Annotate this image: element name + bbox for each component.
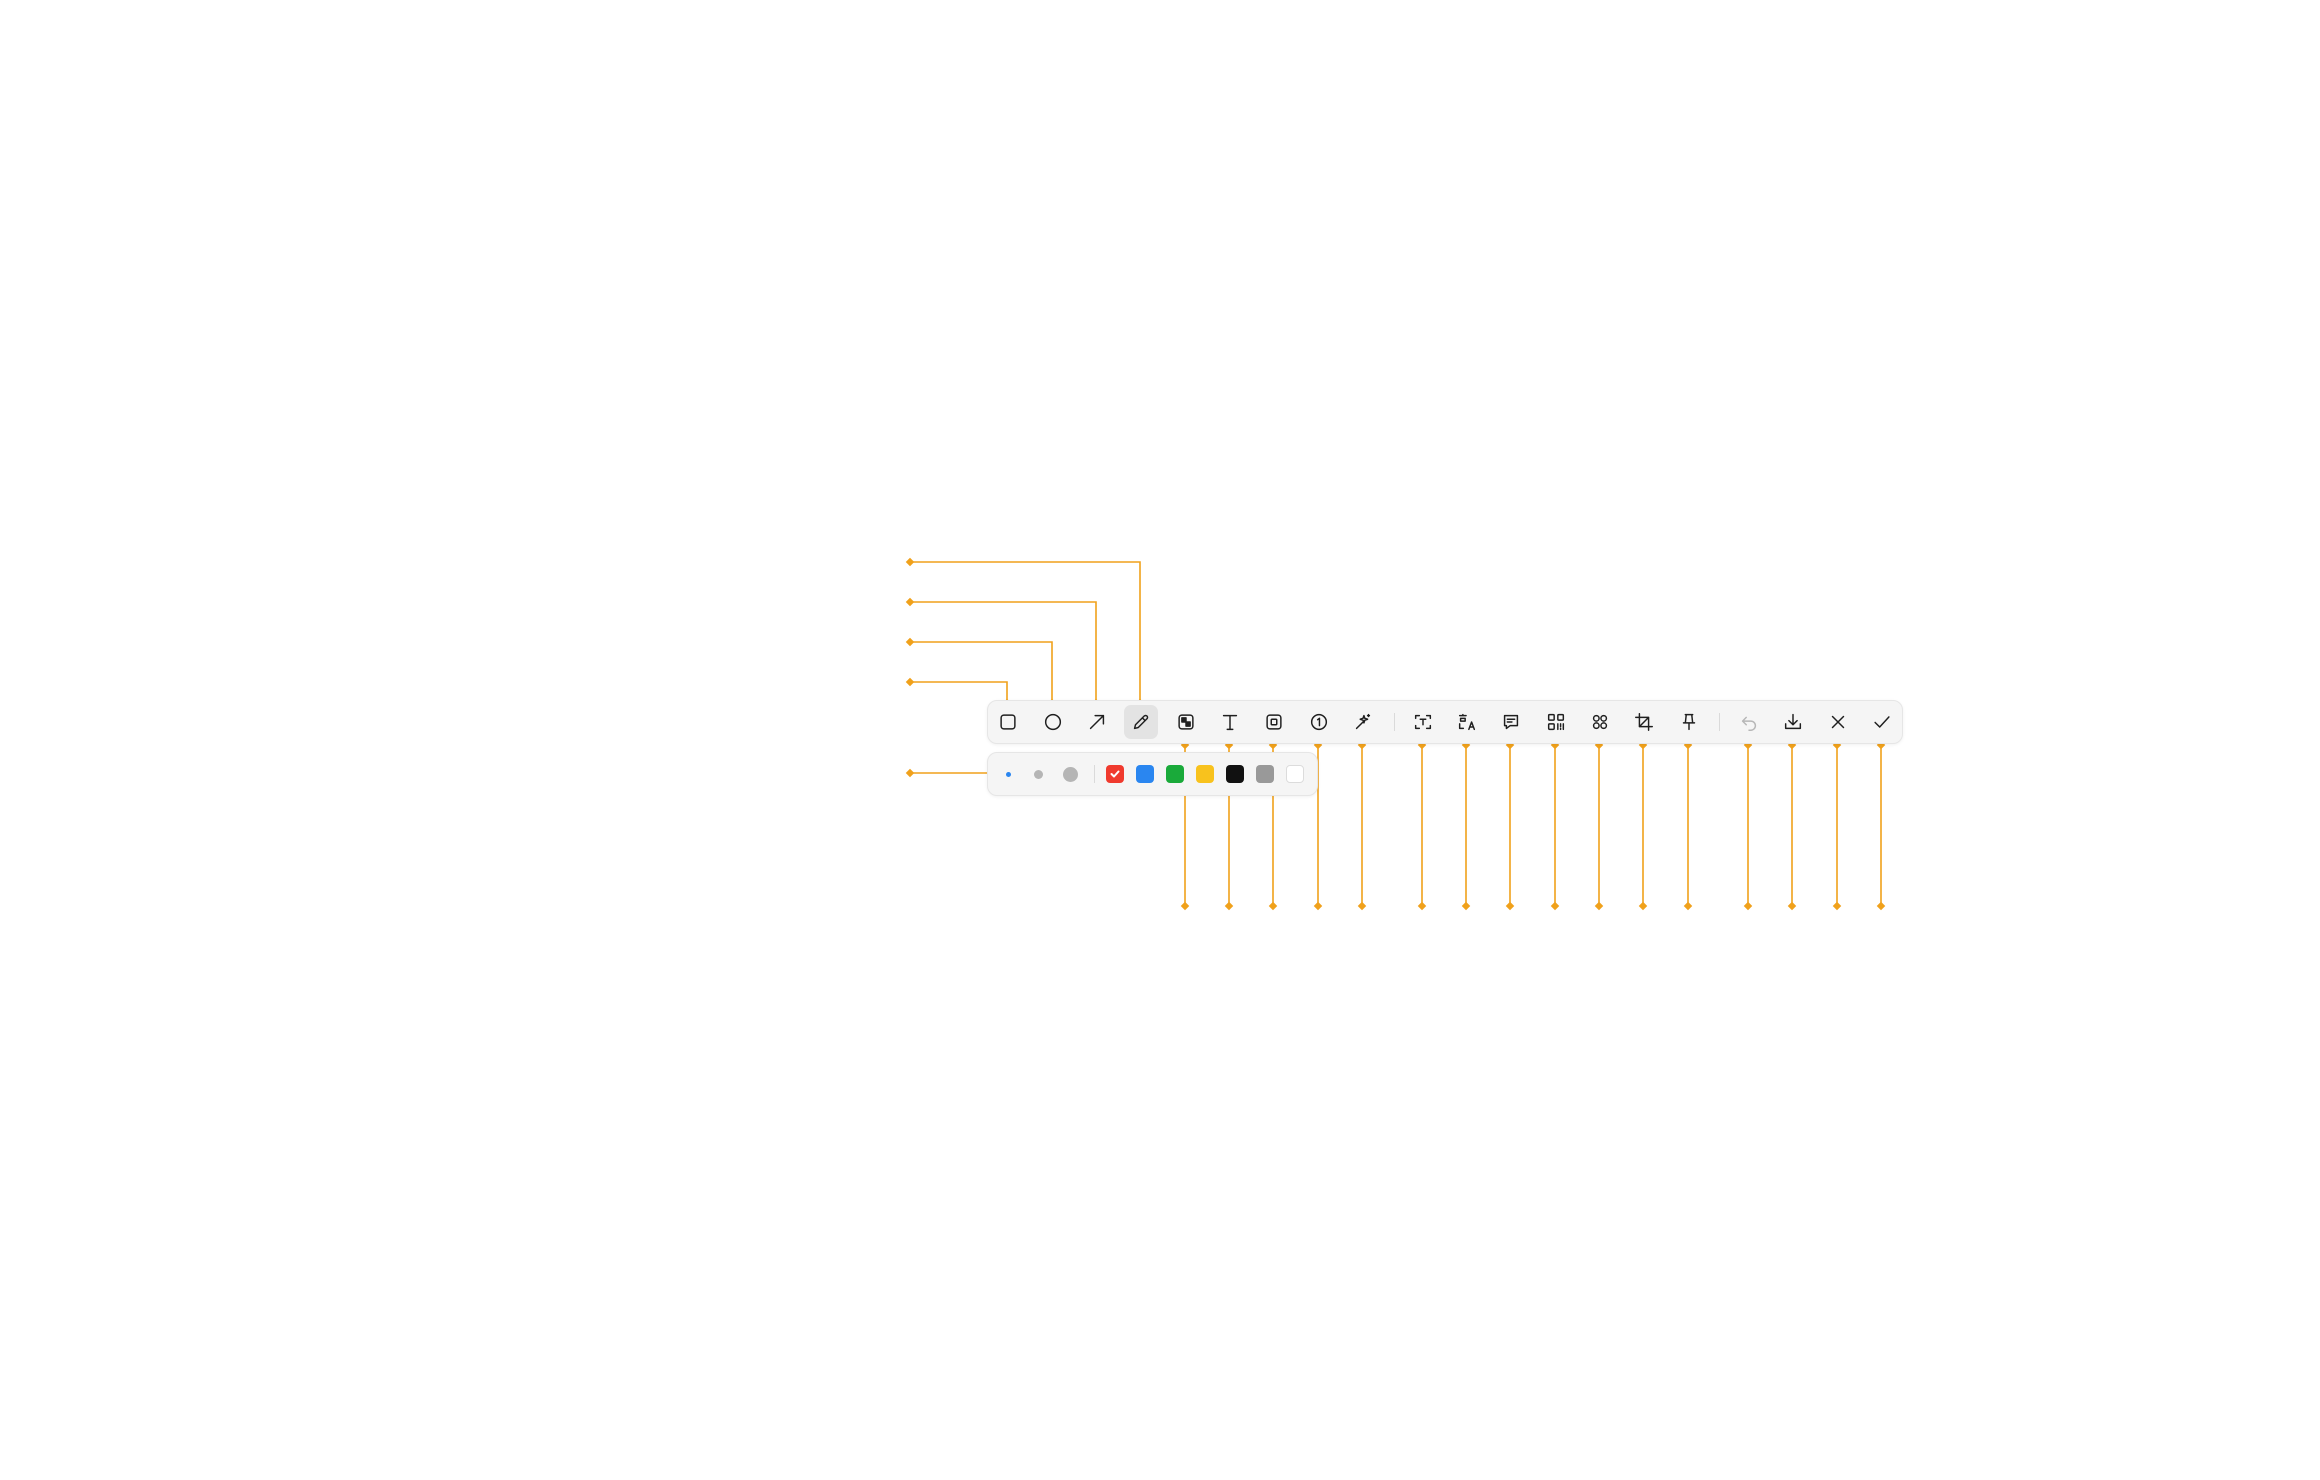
rectangle-icon <box>1000 714 1016 730</box>
leader-endpoint <box>1787 901 1797 911</box>
toolbar-divider <box>1719 713 1720 731</box>
leader-endpoint <box>1683 901 1693 911</box>
leader-endpoint <box>1461 901 1471 911</box>
leader-endpoint <box>1180 901 1190 911</box>
color-swatch-black[interactable] <box>1226 765 1244 783</box>
mosaic-tool[interactable] <box>1169 705 1203 739</box>
pen-icon <box>1133 714 1149 730</box>
leader-line <box>910 641 1053 703</box>
step-number-tool[interactable] <box>1302 705 1336 739</box>
leader-endpoint <box>905 677 915 687</box>
undo-button[interactable] <box>1732 705 1766 739</box>
text-tool[interactable] <box>1213 705 1247 739</box>
pin-icon <box>1682 713 1696 731</box>
pen-tool[interactable] <box>1124 705 1158 739</box>
leader-endpoint <box>1743 901 1753 911</box>
crop-icon <box>1635 713 1653 731</box>
leader-endpoint <box>905 768 915 778</box>
leader-endpoint <box>1638 901 1648 911</box>
leader-line <box>910 561 1141 703</box>
qr-code-tool[interactable] <box>1539 705 1573 739</box>
color-swatch-yellow[interactable] <box>1196 765 1214 783</box>
qr-code-icon <box>1547 713 1565 731</box>
comment-icon <box>1503 714 1519 730</box>
comment-tool[interactable] <box>1494 705 1528 739</box>
object-select-tool[interactable] <box>1583 705 1617 739</box>
toolbar-divider <box>1394 713 1395 731</box>
pin-tool[interactable] <box>1672 705 1706 739</box>
check-icon <box>1110 770 1120 778</box>
close-icon <box>1831 715 1845 729</box>
leader-endpoint <box>1417 901 1427 911</box>
rectangle-tool[interactable] <box>991 705 1025 739</box>
leader-endpoint <box>905 597 915 607</box>
stroke-size-large[interactable] <box>1063 767 1078 782</box>
highlight-box-icon <box>1266 714 1282 730</box>
highlight-box-tool[interactable] <box>1257 705 1291 739</box>
undo-icon <box>1741 716 1757 731</box>
leader-endpoint <box>1594 901 1604 911</box>
color-swatch-green[interactable] <box>1166 765 1184 783</box>
check-icon <box>1874 716 1890 728</box>
leader-endpoint <box>1876 901 1886 911</box>
arrow-tool[interactable] <box>1080 705 1114 739</box>
leader-endpoint <box>1268 901 1278 911</box>
step-number-icon <box>1310 713 1328 731</box>
ellipse-tool[interactable] <box>1036 705 1070 739</box>
translate-icon <box>1458 713 1476 731</box>
leader-endpoint <box>905 557 915 567</box>
style-panel <box>987 752 1318 796</box>
ellipse-icon <box>1044 713 1062 731</box>
arrow-icon <box>1089 714 1105 730</box>
magic-icon <box>1355 713 1371 730</box>
color-swatch-blue[interactable] <box>1136 765 1154 783</box>
color-swatch-red[interactable] <box>1106 765 1124 783</box>
leader-line <box>910 601 1097 703</box>
leader-endpoint <box>1224 901 1234 911</box>
text-icon <box>1222 714 1238 731</box>
object-select-icon <box>1592 714 1608 730</box>
download-icon <box>1784 713 1802 730</box>
translate-tool[interactable] <box>1450 705 1484 739</box>
leader-endpoint <box>1832 901 1842 911</box>
leader-endpoint <box>1357 901 1367 911</box>
color-swatch-gray[interactable] <box>1256 765 1274 783</box>
close-button[interactable] <box>1821 705 1855 739</box>
confirm-button[interactable] <box>1865 705 1899 739</box>
stroke-size-small[interactable] <box>1006 772 1011 777</box>
leader-endpoint <box>1505 901 1515 911</box>
color-swatch-white[interactable] <box>1286 765 1304 783</box>
stroke-size-medium[interactable] <box>1034 770 1043 779</box>
leader-endpoint <box>1313 901 1323 911</box>
ocr-text-tool[interactable] <box>1406 705 1440 739</box>
annotation-toolbar <box>987 700 1903 744</box>
leader-endpoint <box>905 637 915 647</box>
mosaic-icon <box>1178 714 1194 730</box>
leader-endpoint <box>1550 901 1560 911</box>
ocr-text-icon <box>1414 714 1432 730</box>
download-button[interactable] <box>1776 705 1810 739</box>
style-panel-divider <box>1094 765 1095 783</box>
magic-tool[interactable] <box>1346 705 1380 739</box>
crop-tool[interactable] <box>1627 705 1661 739</box>
